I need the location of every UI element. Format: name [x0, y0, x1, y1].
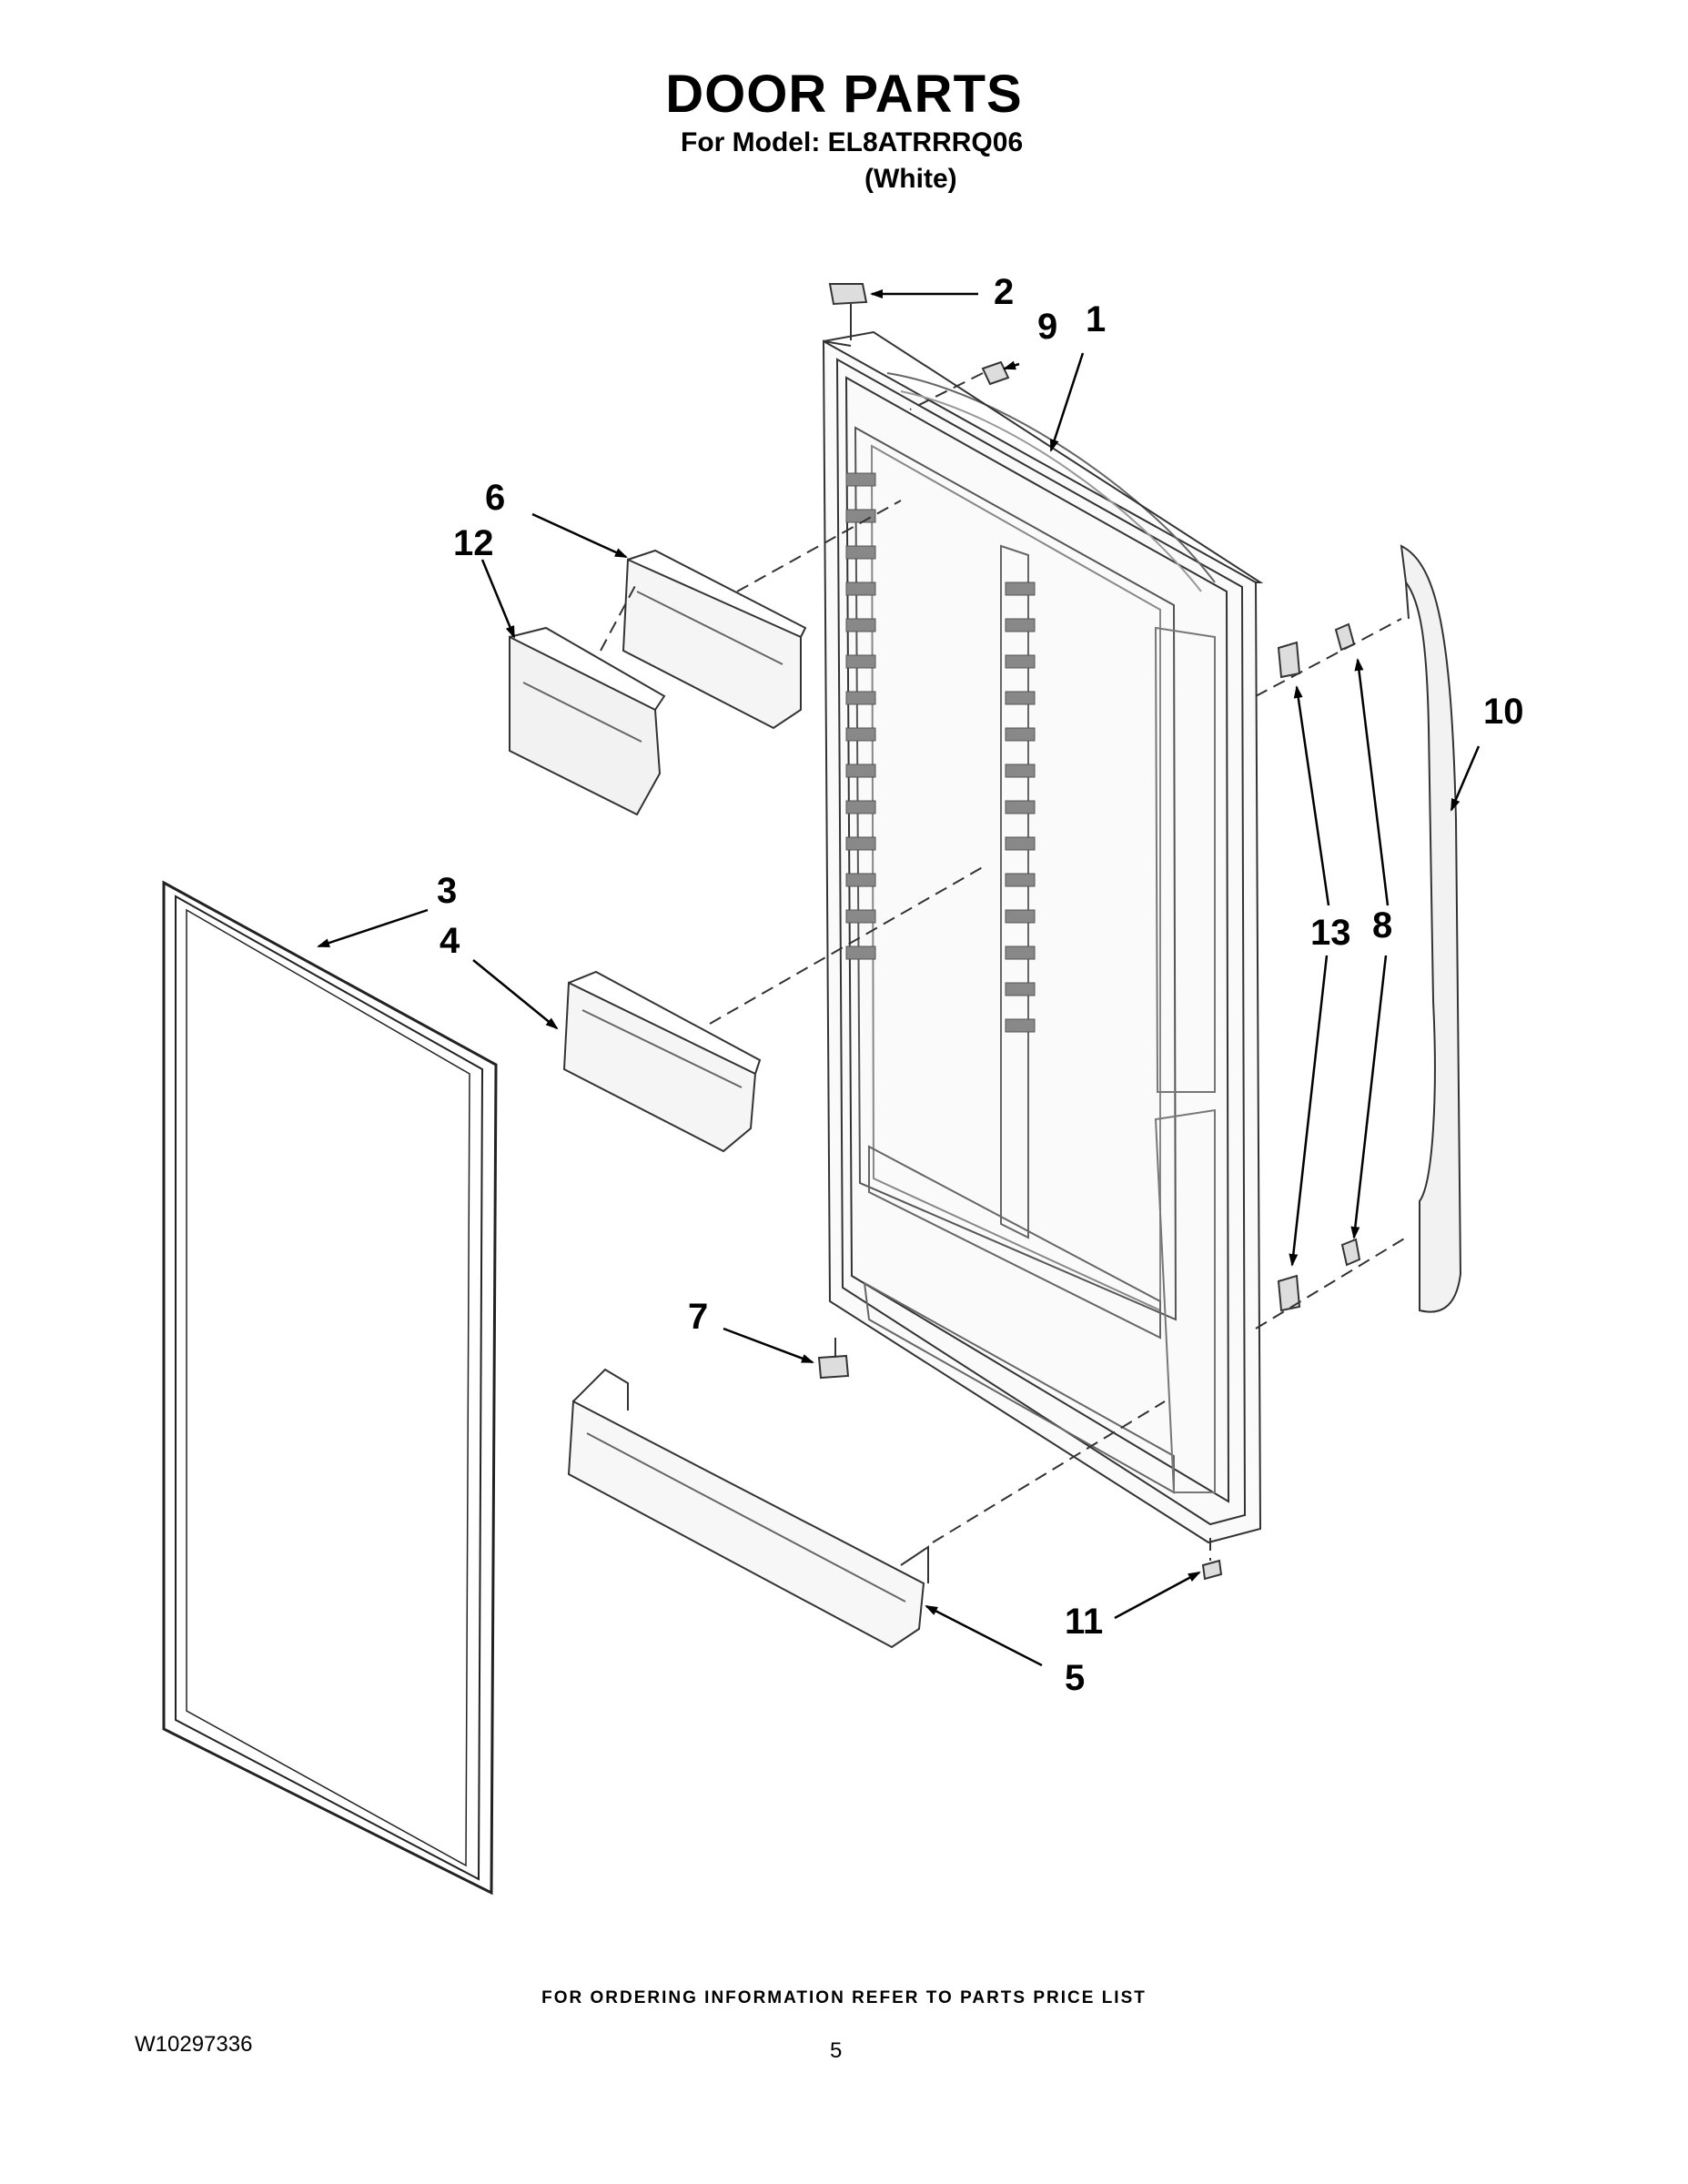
callout-9: 9	[1037, 307, 1057, 347]
callout-8: 8	[1372, 905, 1392, 945]
door-bin-small-part	[562, 970, 762, 1153]
page-number: 5	[830, 2038, 843, 2063]
callout-1: 1	[1086, 299, 1106, 339]
document-number: W10297336	[135, 2032, 253, 2057]
hinge-cover-top-part	[828, 283, 868, 328]
door-handle-part	[1400, 544, 1462, 1313]
callout-2: 2	[994, 272, 1014, 312]
ordering-note: FOR ORDERING INFORMATION REFER TO PARTS …	[541, 1988, 1147, 2007]
dairy-bin-part	[622, 549, 807, 730]
nameplate-part	[981, 360, 1010, 386]
callout-4: 4	[440, 921, 460, 961]
hinge-pin-bottom-part	[817, 1338, 850, 1380]
handle-clip-parts	[1277, 641, 1301, 1312]
page-title: DOOR PARTS	[665, 65, 1023, 124]
callout-6: 6	[485, 478, 505, 518]
leader-arrows	[317, 289, 1481, 1667]
callout-3: 3	[437, 871, 457, 911]
assembly-lines	[600, 328, 1407, 1561]
model-line: For Model: EL8ATRRRQ06	[681, 127, 1024, 157]
door-bin-large-part	[567, 1368, 929, 1649]
color-line: (White)	[864, 164, 957, 194]
callout-10: 10	[1483, 692, 1524, 732]
callout-12: 12	[453, 523, 494, 563]
callout-13: 13	[1310, 913, 1351, 953]
door-liner-part	[822, 330, 1264, 1544]
callout-7: 7	[688, 1297, 708, 1337]
door-gasket-part	[162, 880, 498, 1896]
door-stop-part	[1201, 1559, 1223, 1581]
callout-11: 11	[1065, 1602, 1103, 1642]
callout-5: 5	[1065, 1658, 1085, 1698]
dairy-door-part	[509, 626, 666, 816]
